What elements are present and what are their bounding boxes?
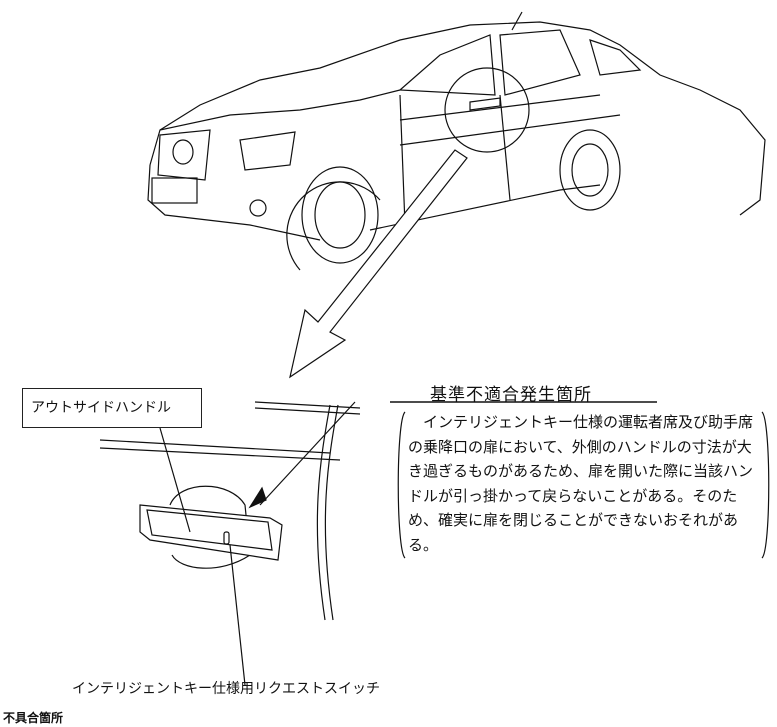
outside-handle-illustration (139, 504, 283, 561)
description-line: の乗降口の扉において、外側のハンドルの寸法が大 (408, 437, 752, 456)
arrowhead-icon (248, 486, 267, 509)
description-line: インテリジェントキー仕様の運転者席及び助手席 (408, 413, 754, 431)
nonconformity-heading: 基準不適合発生箇所 (430, 385, 592, 405)
description-line: め、確実に扉を閉じることができないおそれがあ (408, 511, 739, 529)
highlight-circle (444, 67, 530, 153)
defect-arrow (259, 401, 356, 506)
description-box: インテリジェントキー仕様の運転者席及び助手席 の乗降口の扉において、外側のハンド… (398, 410, 770, 557)
description-line: き過ぎるものがあるため、扉を開いた際に当該ハン (408, 462, 754, 480)
description-line: ドルが引っ掛かって戻らないことがある。そのた (408, 486, 738, 505)
car-illustration (147, 11, 766, 271)
door-detail (99, 401, 361, 621)
handle-leader-line (159, 427, 191, 533)
description-line: る。 (408, 535, 439, 554)
request-switch-label: インテリジェントキー仕様用リクエストスイッチ (72, 681, 380, 697)
outside-handle-label: アウトサイドハンドル (22, 388, 202, 428)
switch-leader-line (229, 544, 246, 686)
figure-caption: 不具合箇所 (3, 711, 64, 725)
left-bracket (397, 411, 406, 559)
right-bracket (761, 411, 770, 559)
arrow-to-detail (289, 149, 468, 379)
